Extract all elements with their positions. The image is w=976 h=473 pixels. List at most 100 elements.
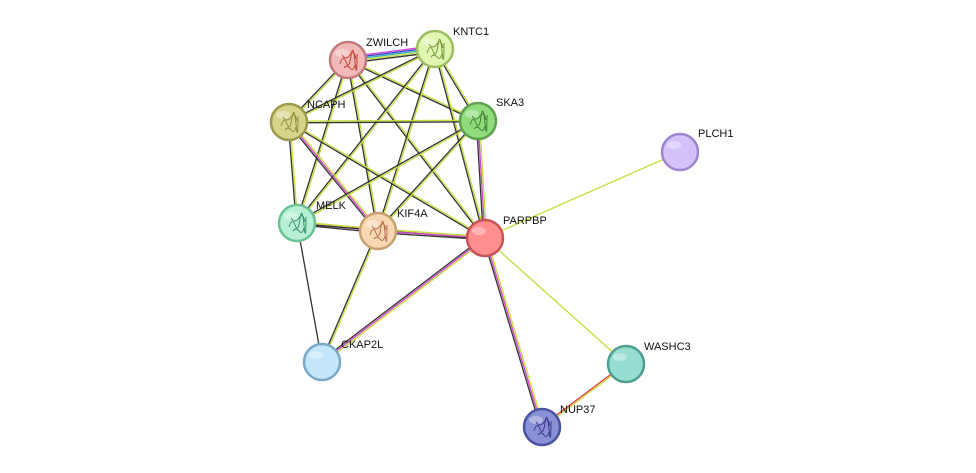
node-parpbp[interactable]: PARPBP <box>465 215 547 258</box>
node-circle[interactable] <box>302 342 342 382</box>
edge-evidence-line <box>347 60 478 123</box>
node-label: CKAP2L <box>341 339 383 351</box>
edge-evidence-line <box>296 222 323 363</box>
edge-ska3-parpbp[interactable] <box>475 120 488 239</box>
node-highlight <box>276 111 290 119</box>
node-highlight <box>613 353 627 361</box>
node-ckap2l[interactable]: CKAP2L <box>302 339 383 382</box>
node-label: MELK <box>316 200 347 212</box>
edge-evidence-line <box>289 49 436 124</box>
edge-evidence-line <box>484 237 627 365</box>
node-ska3[interactable]: SKA3 <box>458 97 524 141</box>
edge-evidence-line <box>289 120 486 238</box>
edge-kntc1-melk[interactable] <box>295 48 437 224</box>
node-circle[interactable] <box>606 344 646 384</box>
node-label: SKA3 <box>496 97 524 109</box>
edge-evidence-line <box>295 59 348 223</box>
edge-evidence-line <box>482 238 542 428</box>
edge-evidence-line <box>288 47 435 122</box>
node-highlight <box>284 212 298 220</box>
edge-ska3-kif4a[interactable] <box>376 120 480 232</box>
edge-evidence-line <box>346 60 485 239</box>
edge-parpbp-ckap2l[interactable] <box>320 236 487 364</box>
node-zwilch[interactable]: ZWILCH <box>328 37 408 80</box>
edge-evidence-line <box>288 122 485 240</box>
edge-evidence-line <box>287 122 378 233</box>
edge-parpbp-plch1[interactable] <box>484 151 681 239</box>
node-circle[interactable] <box>522 407 562 447</box>
edge-ska3-melk[interactable] <box>296 119 479 225</box>
edge-kif4a-ckap2l[interactable] <box>320 230 380 363</box>
edge-evidence-line <box>320 236 485 362</box>
edge-evidence-line <box>348 58 479 121</box>
node-highlight <box>529 416 543 424</box>
node-plch1[interactable]: PLCH1 <box>660 128 733 172</box>
node-washc3[interactable]: WASHC3 <box>606 341 691 384</box>
node-kif4a[interactable]: KIF4A <box>358 208 428 251</box>
edge-evidence-line <box>289 120 380 231</box>
node-label: KNTC1 <box>453 26 489 38</box>
edge-ncaph-ska3[interactable] <box>288 119 479 124</box>
edge-zwilch-parpbp[interactable] <box>346 59 487 239</box>
edge-ncaph-parpbp[interactable] <box>288 120 486 240</box>
edge-evidence-line <box>288 121 379 232</box>
node-circle[interactable] <box>458 101 498 141</box>
protein-structure-icon <box>288 212 307 234</box>
node-melk[interactable]: MELK <box>277 200 347 243</box>
node-label: NUP37 <box>560 404 595 416</box>
node-circle[interactable] <box>358 211 398 251</box>
edge-evidence-line <box>320 230 378 362</box>
edge-evidence-line <box>475 121 485 239</box>
edge-zwilch-ska3[interactable] <box>347 58 479 123</box>
edge-evidence-line <box>321 237 486 363</box>
node-circle[interactable] <box>328 40 368 80</box>
protein-structure-icon <box>369 220 388 242</box>
edge-evidence-line <box>322 238 487 364</box>
edge-evidence-line <box>378 49 437 232</box>
node-nup37[interactable]: NUP37 <box>522 404 595 447</box>
edge-kntc1-kif4a[interactable] <box>376 48 437 232</box>
node-circle[interactable] <box>269 102 309 142</box>
node-highlight <box>309 351 323 359</box>
node-label: ZWILCH <box>366 37 408 49</box>
node-highlight <box>365 220 379 228</box>
node-kntc1[interactable]: KNTC1 <box>415 26 489 69</box>
edge-ncaph-kif4a[interactable] <box>287 120 380 233</box>
edge-evidence-line <box>478 120 488 238</box>
node-highlight <box>465 110 479 118</box>
node-label: PLCH1 <box>698 128 733 140</box>
node-circle[interactable] <box>277 203 317 243</box>
protein-structure-icon <box>280 111 299 133</box>
edge-evidence-line <box>296 119 478 223</box>
edge-evidence-line <box>288 119 478 122</box>
node-ncaph[interactable]: NCAPH <box>269 99 346 142</box>
node-highlight <box>335 49 349 57</box>
edge-melk-ckap2l[interactable] <box>296 222 323 363</box>
edge-evidence-line <box>348 59 487 238</box>
node-circle[interactable] <box>660 132 700 172</box>
protein-structure-icon <box>469 110 488 132</box>
edge-evidence-line <box>376 48 435 231</box>
node-highlight <box>472 227 486 235</box>
node-label: NCAPH <box>307 99 346 111</box>
protein-structure-icon <box>533 416 552 438</box>
edge-evidence-line <box>297 121 479 225</box>
edge-evidence-line <box>485 237 545 427</box>
node-highlight <box>667 141 681 149</box>
protein-structure-icon <box>339 49 358 71</box>
edge-evidence-line <box>346 60 378 232</box>
edge-parpbp-washc3[interactable] <box>484 237 627 365</box>
edge-evidence-line <box>378 121 480 232</box>
node-circle[interactable] <box>415 29 455 69</box>
edge-parpbp-nup37[interactable] <box>482 237 545 428</box>
edge-evidence-line <box>289 121 479 124</box>
node-circle[interactable] <box>465 218 505 258</box>
node-highlight <box>422 38 436 46</box>
edge-evidence-line <box>295 48 435 223</box>
edge-evidence-line <box>376 120 478 231</box>
node-label: KIF4A <box>397 208 428 220</box>
protein-structure-icon <box>426 38 445 60</box>
edge-kntc1-ncaph[interactable] <box>288 47 436 124</box>
